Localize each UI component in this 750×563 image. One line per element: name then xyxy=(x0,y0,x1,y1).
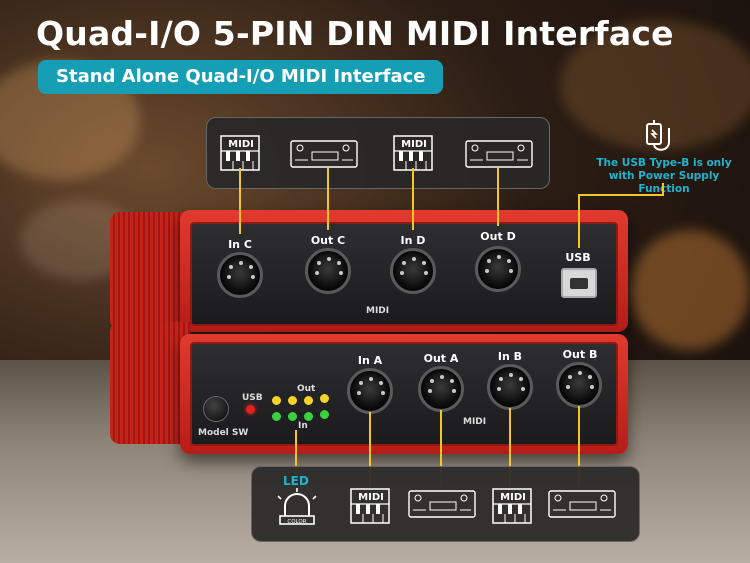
bottom-midi-label: MIDI xyxy=(463,417,487,427)
port-label-out-c: Out C xyxy=(310,234,346,247)
din-port-out-d[interactable] xyxy=(475,246,521,292)
svg-text:MIDI: MIDI xyxy=(401,139,427,150)
din-port-out-c[interactable] xyxy=(305,248,351,294)
in-led-b2 xyxy=(320,410,329,419)
bottom-callout-panel xyxy=(251,466,640,542)
subtitle-badge: Stand Alone Quad-I/O MIDI Interface xyxy=(38,60,444,94)
out-led-b1 xyxy=(288,396,297,405)
synth-module-icon-out-c xyxy=(290,140,358,172)
synth-module-icon-out-a xyxy=(408,490,476,522)
synth-module-icon-out-d xyxy=(465,140,533,172)
port-label-in-b: In B xyxy=(497,350,523,363)
port-label-in-c: In C xyxy=(228,238,252,251)
connector-line-out-b xyxy=(578,406,580,488)
page-title: Quad-I/O 5-PIN DIN MIDI Interface xyxy=(36,14,674,53)
top-device-side xyxy=(110,212,190,330)
model-switch-label: Model SW xyxy=(198,428,249,438)
connector-line-out-d xyxy=(497,168,499,226)
in-led-b1 xyxy=(288,412,297,421)
in-led-a2 xyxy=(304,412,313,421)
led-light-icon: COLOR xyxy=(272,488,322,532)
bottom-device-panel xyxy=(190,342,618,446)
bottom-usb-label: USB xyxy=(242,393,263,403)
svg-text:MIDI: MIDI xyxy=(500,492,526,503)
port-label-out-d: Out D xyxy=(480,230,516,243)
top-callout-panel xyxy=(206,117,550,189)
usb-power-note: The USB Type-B is only with Power Supply… xyxy=(596,157,732,195)
midi-keyboard-icon-in-a: MIDI xyxy=(350,488,390,528)
connector-line-out-a xyxy=(440,410,442,488)
top-usb-label: USB xyxy=(565,251,591,264)
connector-line-usb-v2 xyxy=(662,183,664,196)
out-led-a2 xyxy=(304,396,313,405)
model-switch-knob[interactable] xyxy=(203,396,229,422)
connector-line-usb-h xyxy=(578,194,664,196)
usb-plug-icon xyxy=(643,118,679,158)
connector-line-in-c xyxy=(239,168,241,234)
connector-line-in-a xyxy=(369,412,371,488)
din-port-out-a[interactable] xyxy=(418,366,464,412)
in-led-a1 xyxy=(272,412,281,421)
port-label-in-d: In D xyxy=(400,234,426,247)
out-led-b2 xyxy=(320,394,329,403)
svg-text:MIDI: MIDI xyxy=(228,139,254,150)
svg-text:MIDI: MIDI xyxy=(358,492,384,503)
out-leds-label: Out xyxy=(297,384,316,394)
connector-line-usb-v xyxy=(578,194,580,248)
connector-line-in-b xyxy=(509,408,511,488)
din-port-in-d[interactable] xyxy=(390,248,436,294)
din-port-in-b[interactable] xyxy=(487,364,533,410)
connector-line-out-c xyxy=(327,168,329,230)
synth-module-icon-out-b xyxy=(548,490,616,522)
din-port-out-b[interactable] xyxy=(556,362,602,408)
connector-line-led xyxy=(295,430,297,474)
top-midi-label: MIDI xyxy=(366,306,390,316)
connector-line-in-d xyxy=(412,168,414,230)
svg-text:COLOR: COLOR xyxy=(287,519,306,525)
out-led-a1 xyxy=(272,396,281,405)
port-label-in-a: In A xyxy=(357,354,383,367)
midi-keyboard-icon-in-b: MIDI xyxy=(492,488,532,528)
usb-power-led xyxy=(246,405,255,414)
din-port-in-c[interactable] xyxy=(217,252,263,298)
in-leds-label: In xyxy=(298,421,308,431)
port-label-out-b: Out B xyxy=(562,348,598,361)
port-label-out-a: Out A xyxy=(423,352,459,365)
bottom-device-side xyxy=(110,322,190,444)
led-label: LED xyxy=(283,474,309,488)
din-port-in-a[interactable] xyxy=(347,368,393,414)
usb-type-b-port[interactable] xyxy=(561,268,597,298)
